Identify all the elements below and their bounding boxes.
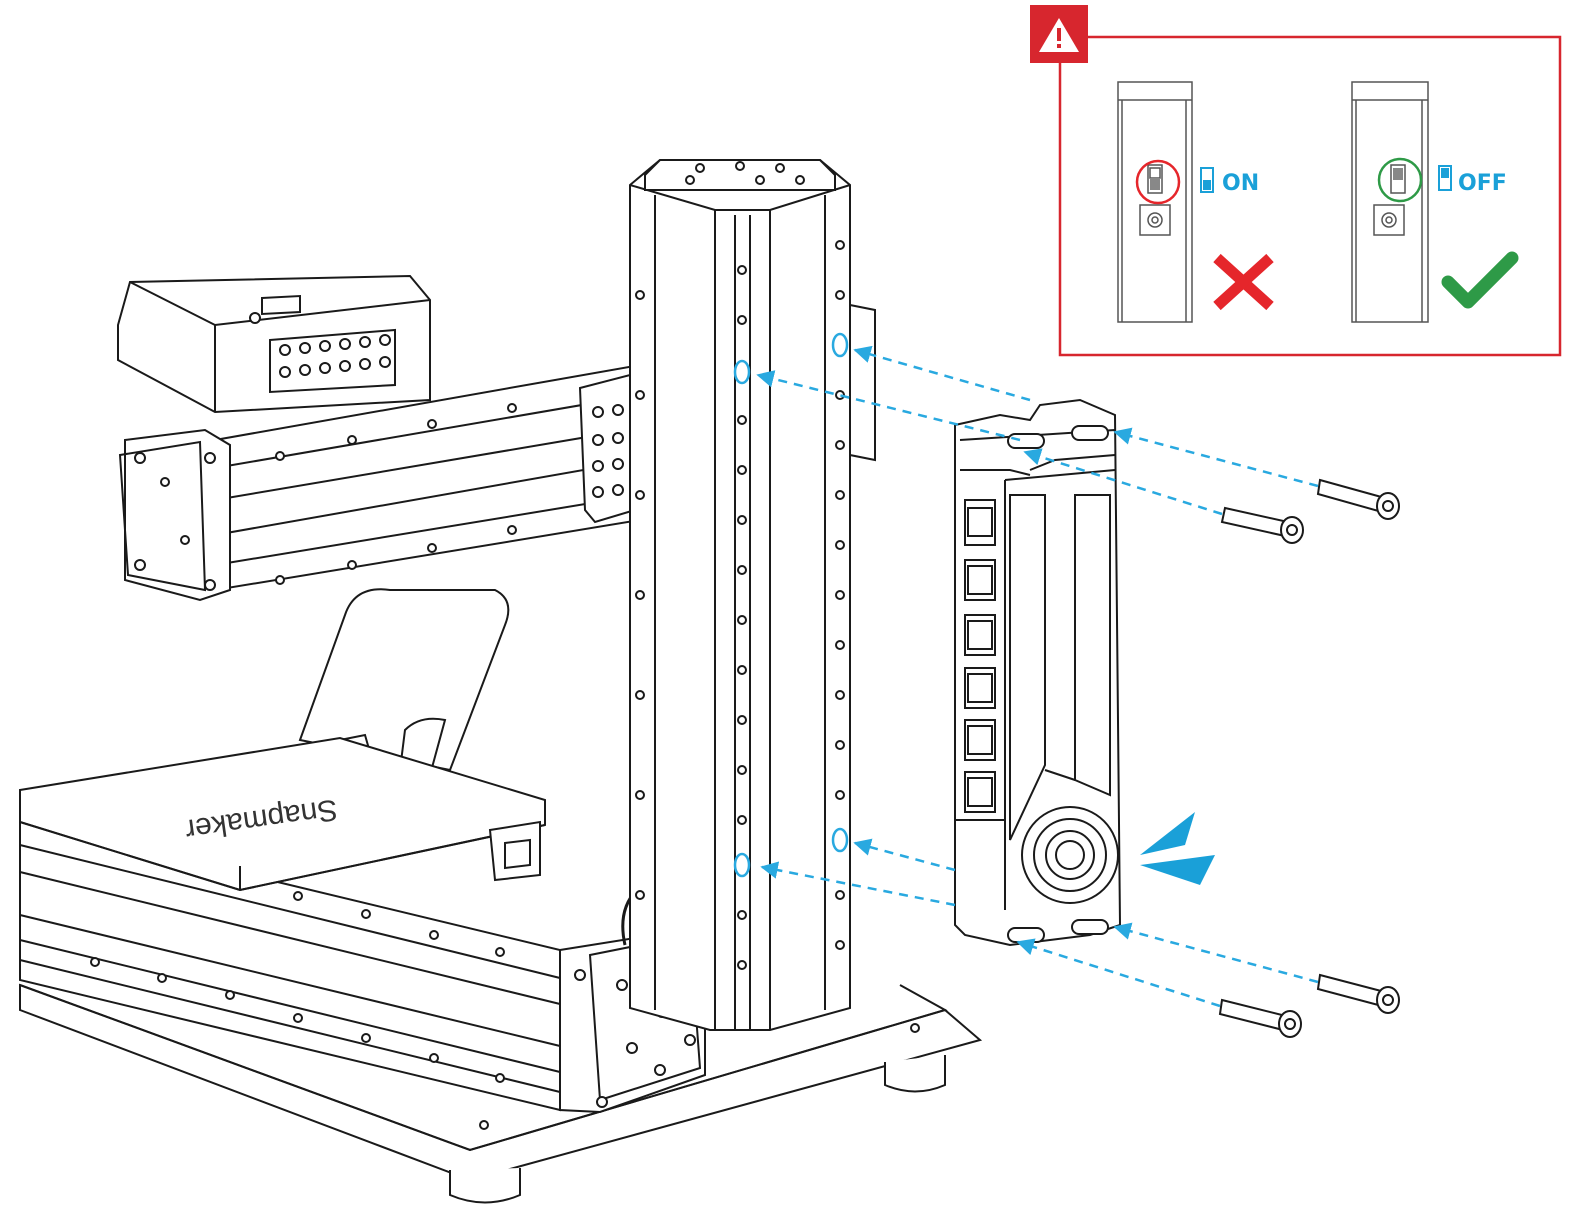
warning-triangle-icon bbox=[1030, 5, 1088, 63]
red-cross-icon bbox=[1213, 253, 1274, 311]
switch-off-label: OFF bbox=[1458, 171, 1507, 196]
alignment-guides bbox=[756, 345, 1319, 1008]
switch-panel-off: OFF bbox=[1351, 81, 1519, 323]
warning-callout: ON OFF bbox=[1030, 5, 1562, 357]
switch-on-indicator-icon bbox=[1200, 167, 1214, 193]
switch-off-indicator-icon bbox=[1438, 165, 1452, 191]
airflow-arrow-icon bbox=[1140, 812, 1215, 885]
z-axis-linear-module bbox=[629, 159, 876, 1031]
screw bbox=[1316, 973, 1400, 1014]
controller-module bbox=[954, 398, 1122, 947]
green-check-icon bbox=[1441, 251, 1519, 309]
x-axis-linear-module bbox=[117, 274, 641, 602]
base-plate bbox=[19, 983, 983, 1204]
heated-bed: Snapmaker bbox=[19, 588, 546, 892]
screw bbox=[1220, 506, 1304, 544]
switch-panel-on: ON bbox=[1117, 81, 1274, 323]
screw bbox=[1316, 478, 1400, 520]
screw bbox=[1218, 998, 1302, 1038]
switch-on-label: ON bbox=[1222, 171, 1259, 196]
screws bbox=[1218, 478, 1400, 1038]
